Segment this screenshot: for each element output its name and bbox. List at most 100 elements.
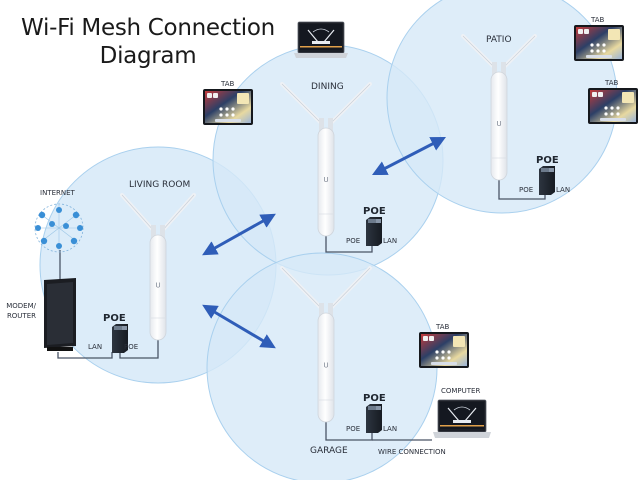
app-icon bbox=[219, 107, 223, 111]
antenna-right-edge bbox=[161, 194, 195, 232]
poe-port-left-dining: POE bbox=[346, 237, 361, 245]
antenna-mount bbox=[492, 62, 497, 76]
poe-injector-icon-patio bbox=[539, 166, 555, 195]
tab-label-garage: TAB bbox=[436, 323, 450, 331]
mesh-link-living-dining bbox=[202, 213, 276, 256]
poe-title-living-room: POE bbox=[103, 313, 126, 324]
poe-port bbox=[368, 219, 376, 223]
poe-body bbox=[366, 217, 382, 246]
title-line-2: Diagram bbox=[99, 43, 197, 69]
cable-node-poe-dining bbox=[325, 236, 373, 253]
app-icon bbox=[423, 336, 428, 341]
widget bbox=[237, 93, 249, 104]
app-icon bbox=[225, 113, 229, 117]
app-icon bbox=[447, 356, 451, 360]
app-icon bbox=[610, 106, 614, 110]
antenna-left-edge bbox=[121, 194, 155, 232]
app-icon bbox=[592, 92, 597, 97]
antenna-mount bbox=[160, 225, 165, 239]
app-icon bbox=[213, 93, 218, 98]
tablet-icon-patio-2 bbox=[588, 88, 638, 124]
ubiquiti-logo-icon: U bbox=[155, 282, 160, 290]
node-body bbox=[490, 71, 508, 181]
antenna-left-edge bbox=[462, 35, 496, 69]
app-icon bbox=[225, 107, 229, 111]
widget bbox=[453, 336, 465, 347]
app-icon bbox=[590, 43, 594, 47]
dock bbox=[600, 118, 626, 121]
poe-port bbox=[114, 326, 122, 330]
poe-body bbox=[112, 324, 128, 353]
node-body bbox=[149, 234, 167, 341]
app-icon bbox=[231, 107, 235, 111]
cable-poe-node-living bbox=[119, 340, 159, 359]
poe-port-right-garage: LAN bbox=[383, 425, 398, 433]
cable-modem-poe-living bbox=[57, 352, 113, 359]
tab-label-patio-1: TAB bbox=[591, 16, 605, 24]
app-icon bbox=[610, 112, 614, 116]
computer-label: COMPUTER bbox=[441, 387, 481, 395]
app-icon bbox=[219, 113, 223, 117]
app-icon bbox=[441, 350, 445, 354]
app-icon bbox=[616, 112, 620, 116]
app-icon bbox=[602, 43, 606, 47]
poe-port bbox=[549, 168, 554, 172]
app-icon bbox=[616, 106, 620, 110]
poe-port-right-dining: LAN bbox=[383, 237, 398, 245]
laptop-icon-top bbox=[294, 21, 348, 58]
poe-port bbox=[122, 326, 127, 330]
poe-title-garage: POE bbox=[363, 393, 386, 404]
internet-label: INTERNET bbox=[40, 189, 75, 197]
app-icon bbox=[429, 336, 434, 341]
tablet-icon-dining bbox=[203, 89, 253, 125]
dock bbox=[215, 119, 241, 122]
modem-label-line2: ROUTER bbox=[6, 312, 36, 320]
internet-cloud-icon bbox=[34, 203, 84, 253]
app-icon bbox=[596, 43, 600, 47]
app-icon bbox=[604, 106, 608, 110]
widget bbox=[608, 29, 620, 40]
app-icon bbox=[231, 113, 235, 117]
poe-injector-icon-dining bbox=[366, 217, 382, 246]
room-label-dining: DINING bbox=[311, 82, 344, 92]
tab-label-patio-2: TAB bbox=[605, 79, 619, 87]
dock bbox=[431, 362, 457, 365]
ubiquiti-logo-icon: U bbox=[323, 176, 328, 184]
modem-label-line1: MODEM/ bbox=[6, 302, 36, 310]
laptop-icon-computer bbox=[433, 399, 491, 438]
poe-port bbox=[376, 406, 381, 410]
tablet-icon-garage bbox=[419, 332, 469, 368]
mesh-node-garage: U bbox=[280, 266, 372, 423]
app-icon bbox=[441, 356, 445, 360]
room-label-living-room: LIVING ROOM bbox=[129, 180, 191, 190]
ubiquiti-logo-icon: U bbox=[323, 362, 328, 370]
poe-port bbox=[541, 168, 549, 172]
poe-port-left-garage: POE bbox=[346, 425, 361, 433]
antenna-mount bbox=[151, 225, 156, 239]
room-label-patio: PATIO bbox=[486, 35, 512, 45]
cables bbox=[57, 180, 546, 441]
poe-injector-icon-living-room bbox=[112, 324, 128, 353]
poe-port-right-patio: LAN bbox=[556, 186, 571, 194]
antenna-right-edge bbox=[329, 83, 371, 125]
room-label-garage: GARAGE bbox=[310, 446, 348, 456]
poe-title-dining: POE bbox=[363, 206, 386, 217]
node-body bbox=[317, 312, 335, 423]
antenna-right-edge bbox=[329, 267, 371, 310]
app-icon bbox=[584, 29, 589, 34]
app-icon bbox=[602, 49, 606, 53]
poe-injector-icon-garage bbox=[366, 404, 382, 433]
antenna-right-edge bbox=[502, 35, 536, 69]
mesh-links bbox=[202, 136, 447, 349]
antenna-mount bbox=[328, 118, 333, 132]
wire-connection-label: WIRE CONNECTION bbox=[378, 448, 446, 456]
mesh-node-dining: U bbox=[280, 82, 372, 237]
app-icon bbox=[604, 112, 608, 116]
poe-body bbox=[366, 404, 382, 433]
cable-node-poe-garage bbox=[325, 422, 373, 441]
widget bbox=[622, 92, 634, 103]
mesh-link-living-garage bbox=[202, 304, 276, 349]
app-icon bbox=[207, 93, 212, 98]
